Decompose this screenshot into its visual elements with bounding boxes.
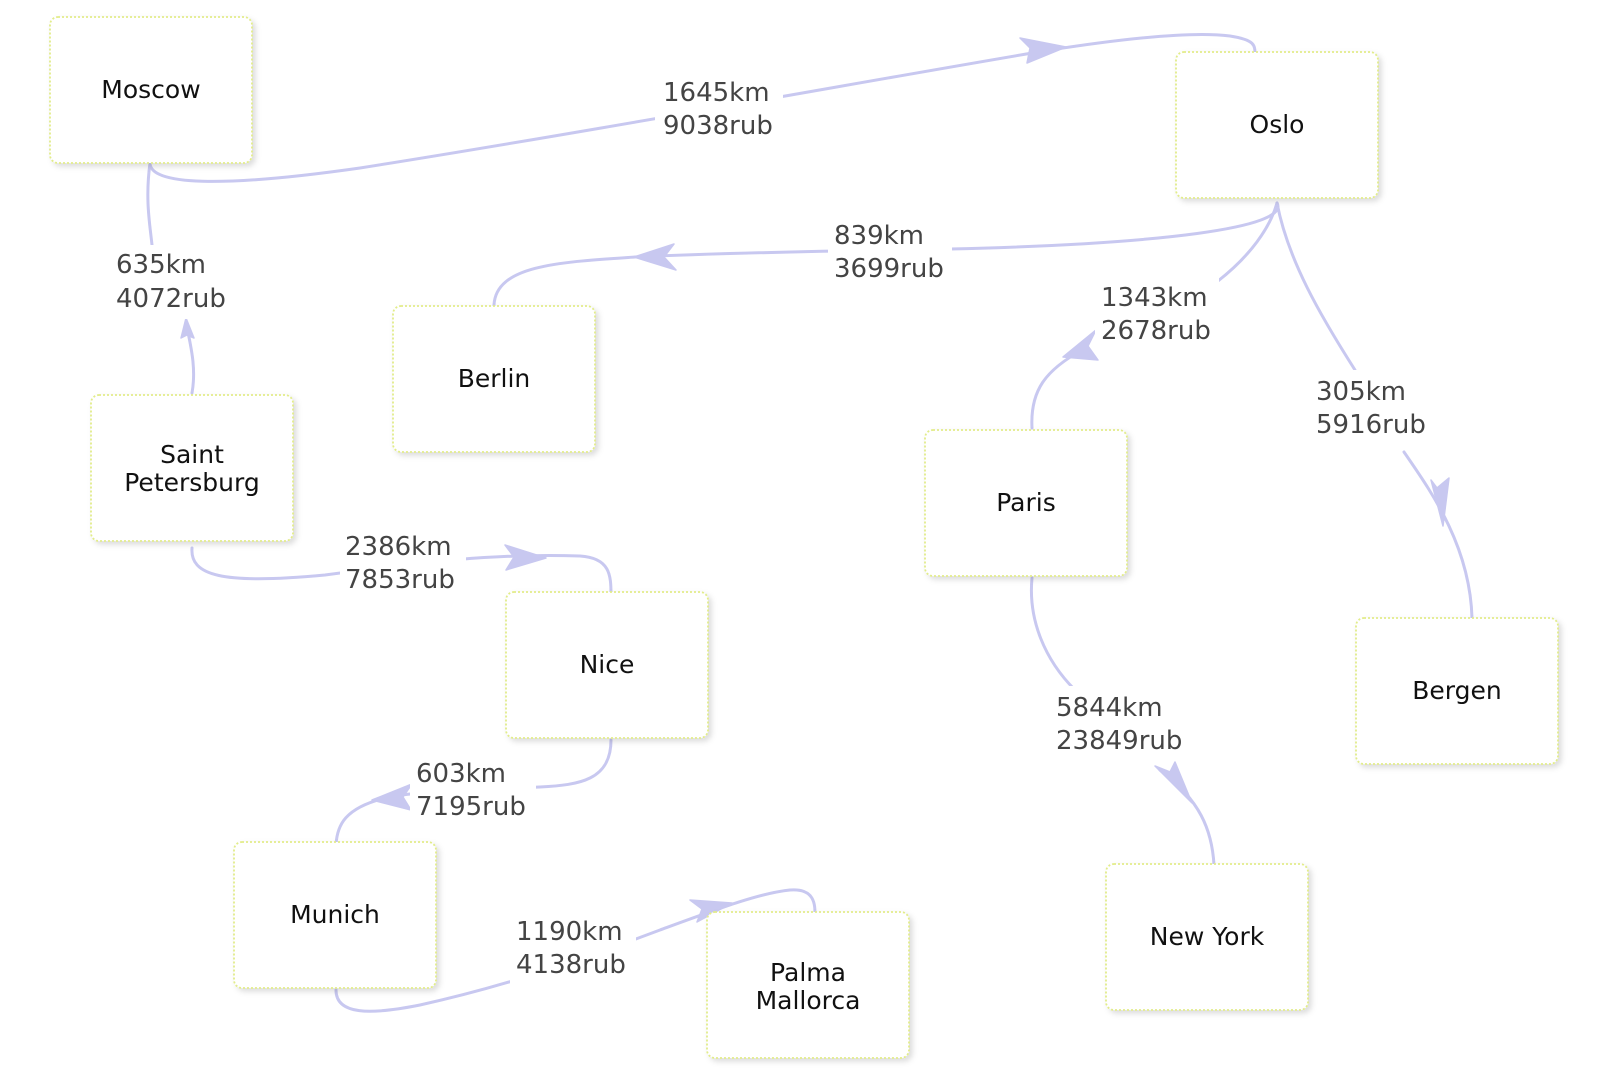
- node-label: Moscow: [101, 75, 200, 104]
- arrowhead-icon: [1430, 477, 1450, 527]
- arrowhead-icon: [180, 317, 195, 339]
- node-oslo[interactable]: Oslo: [1175, 51, 1379, 199]
- edge-distance: 1343km: [1101, 283, 1208, 313]
- node-label: Paris: [996, 488, 1056, 517]
- edge-label-saint-petersburg-nice: 2386km 7853rub: [340, 525, 466, 599]
- edge-line: [148, 33, 1257, 183]
- node-palma-mallorca[interactable]: Palma Mallorca: [706, 911, 910, 1059]
- edge-price: 4072rub: [116, 284, 226, 314]
- node-label: Munich: [290, 900, 380, 929]
- edge-price: 3699rub: [834, 254, 944, 284]
- edge-line: [1275, 201, 1474, 620]
- node-label-line-1: Palma: [770, 958, 846, 987]
- edge-oslo-paris[interactable]: [1030, 201, 1279, 430]
- edge-saint-petersburg-moscow[interactable]: [146, 161, 196, 395]
- edge-price: 4138rub: [516, 950, 626, 980]
- node-bergen[interactable]: Bergen: [1355, 617, 1559, 765]
- node-berlin[interactable]: Berlin: [392, 305, 596, 453]
- arrowhead-icon: [504, 544, 547, 571]
- node-munich[interactable]: Munich: [233, 841, 437, 989]
- edge-price: 2678rub: [1101, 316, 1211, 346]
- edge-distance: 2386km: [345, 532, 452, 562]
- node-paris[interactable]: Paris: [924, 429, 1128, 577]
- node-label: Bergen: [1412, 676, 1501, 705]
- edge-distance: 5844km: [1056, 693, 1163, 723]
- edge-distance: 1190km: [516, 917, 623, 947]
- edge-distance: 635km: [116, 250, 206, 280]
- arrowhead-icon: [633, 243, 677, 271]
- node-moscow[interactable]: Moscow: [49, 16, 253, 164]
- edge-distance: 305km: [1316, 377, 1406, 407]
- edge-price: 5916rub: [1316, 410, 1426, 440]
- arrowhead-icon: [371, 783, 413, 811]
- edge-label-moscow-oslo: 1645km 9038rub: [655, 72, 783, 148]
- edge-label-paris-new-york: 5844km 23849rub: [1050, 686, 1190, 760]
- edge-paris-new-york[interactable]: [1029, 576, 1216, 867]
- edge-label-saint-petersburg-moscow: 635km 4072rub: [110, 245, 230, 319]
- edge-price: 9038rub: [663, 111, 773, 141]
- edge-distance: 839km: [834, 221, 924, 251]
- node-label: Oslo: [1250, 110, 1305, 139]
- node-new-york[interactable]: New York: [1105, 863, 1309, 1011]
- edge-price: 23849rub: [1056, 726, 1182, 756]
- edge-label-munich-palma-mallorca: 1190km 4138rub: [510, 910, 636, 984]
- node-label: Berlin: [458, 364, 531, 393]
- edge-label-oslo-paris: 1343km 2678rub: [1095, 278, 1219, 352]
- arrowhead-icon: [1154, 761, 1193, 804]
- node-saint-petersburg[interactable]: Saint Petersburg: [90, 394, 294, 542]
- node-label: New York: [1150, 922, 1265, 951]
- edge-moscow-oslo[interactable]: [148, 33, 1257, 183]
- node-label-line-2: Petersburg: [124, 468, 259, 497]
- arrowhead-icon: [1062, 329, 1099, 361]
- edge-label-oslo-berlin: 839km 3699rub: [828, 212, 952, 286]
- arrowhead-icon: [1019, 37, 1067, 64]
- edge-distance: 1645km: [663, 78, 770, 108]
- edge-label-oslo-bergen: 305km 5916rub: [1310, 370, 1432, 444]
- edge-price: 7853rub: [345, 565, 455, 595]
- edge-price: 7195rub: [416, 792, 526, 822]
- edge-label-nice-munich: 603km 7195rub: [410, 755, 536, 827]
- node-nice[interactable]: Nice: [505, 591, 709, 739]
- node-label-line-1: Saint: [160, 440, 224, 469]
- edge-oslo-bergen[interactable]: [1275, 201, 1474, 620]
- node-label-line-2: Mallorca: [756, 986, 861, 1015]
- node-label: Nice: [580, 650, 635, 679]
- edge-distance: 603km: [416, 759, 506, 789]
